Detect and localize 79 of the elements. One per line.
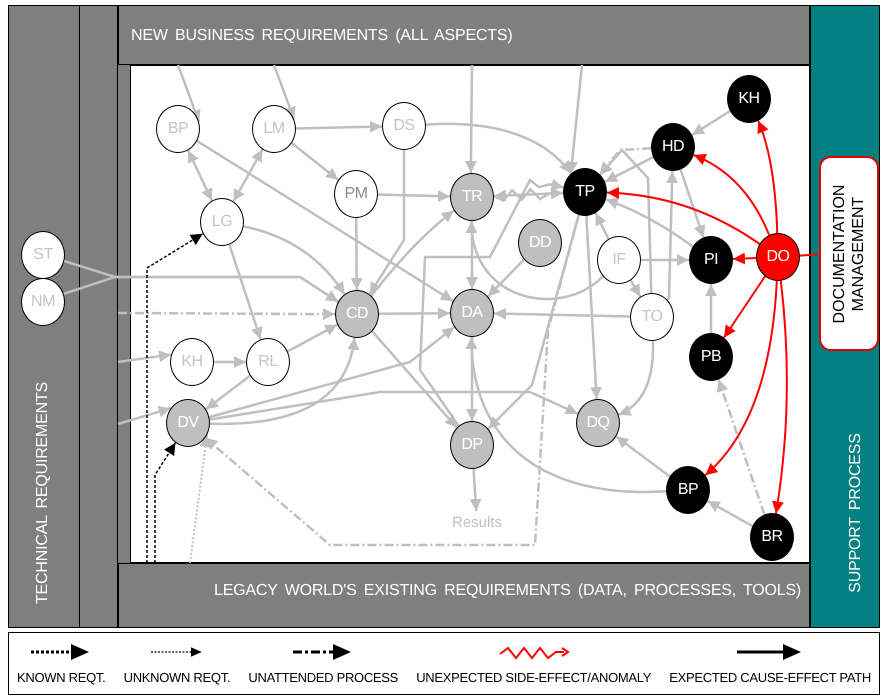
requirement-band (810, 5, 880, 628)
arrow (585, 216, 602, 400)
arrow (716, 379, 766, 515)
arrow (350, 218, 363, 290)
arrow (228, 244, 263, 340)
legend-label: UNEXPECTED SIDE-EFFECT/ANOMALY (416, 670, 652, 685)
arrow (604, 156, 654, 183)
arrow (466, 337, 478, 421)
legend-label: UNATTENDED PROCESS (248, 670, 398, 685)
arrow (606, 198, 694, 248)
arrow (494, 308, 630, 320)
arrow (370, 210, 455, 297)
arrow (287, 324, 338, 352)
arrow (732, 252, 756, 264)
arrow (196, 140, 454, 302)
arrow (470, 468, 482, 512)
legend-label: EXPECTED CAUSE-EFFECT PATH (669, 670, 871, 685)
arrow (378, 190, 450, 202)
arrow (706, 500, 754, 528)
requirement-band (118, 5, 810, 65)
arrow (291, 142, 339, 181)
arrow (666, 170, 678, 301)
arrow (705, 284, 717, 333)
arrow (118, 406, 172, 426)
arrow (629, 280, 642, 298)
arrow (772, 280, 788, 514)
arrow (146, 233, 204, 563)
arrow (186, 150, 214, 202)
arrow (723, 276, 766, 338)
arrow (691, 110, 731, 136)
process-circle: ST (21, 231, 65, 279)
arrow (594, 212, 610, 240)
arrow (466, 221, 478, 289)
band-title: NEW BUSINESS REQUIREMENTS (ALL ASPECTS) (131, 27, 512, 45)
process-box: DOCUMENTATION MANAGEMENT (819, 156, 879, 351)
arrow (426, 122, 572, 174)
arrow (118, 350, 172, 364)
legend-label: KNOWN REQT. (17, 670, 106, 685)
arrow (487, 258, 525, 298)
arrow (296, 120, 382, 133)
arrow (243, 225, 346, 295)
arrow (154, 442, 176, 563)
arrow (615, 436, 671, 478)
arrow (368, 150, 406, 295)
arrow (378, 307, 450, 320)
process-circle: NM (21, 278, 65, 326)
arrow (757, 120, 778, 234)
arrow (210, 338, 358, 425)
arrow (209, 326, 455, 418)
arrow (466, 336, 666, 493)
arrow (118, 308, 335, 320)
arrow (679, 169, 706, 238)
arrow (598, 147, 652, 176)
arrow (232, 148, 264, 202)
arrow (487, 214, 580, 430)
arrow (566, 64, 584, 174)
arrow (214, 356, 246, 368)
band-title: SUPPORT PROCESS (847, 433, 865, 593)
result-label: Results (450, 511, 504, 533)
legend-label: UNKNOWN REQT. (124, 670, 230, 685)
band-title: TECHNICAL REQUIREMENTS (34, 382, 52, 604)
arrow (189, 434, 212, 564)
arrow (210, 390, 578, 421)
requirement-band (118, 563, 810, 628)
arrow (693, 154, 770, 236)
arrow (599, 148, 653, 294)
band-title: LEGACY WORLD'S EXISTING REQUIREMENTS (DATA, PROCESSES, TOOLS) (214, 582, 802, 600)
arrow (62, 276, 339, 303)
arrow (606, 187, 760, 245)
arrow (371, 330, 458, 428)
arrow (464, 64, 477, 174)
arrow (176, 64, 201, 122)
arrow (418, 178, 564, 427)
arrow (272, 64, 296, 120)
arrow (466, 220, 604, 300)
arrow (704, 280, 778, 476)
arrow (618, 340, 654, 416)
arrow (641, 254, 689, 266)
arrow (205, 374, 251, 410)
